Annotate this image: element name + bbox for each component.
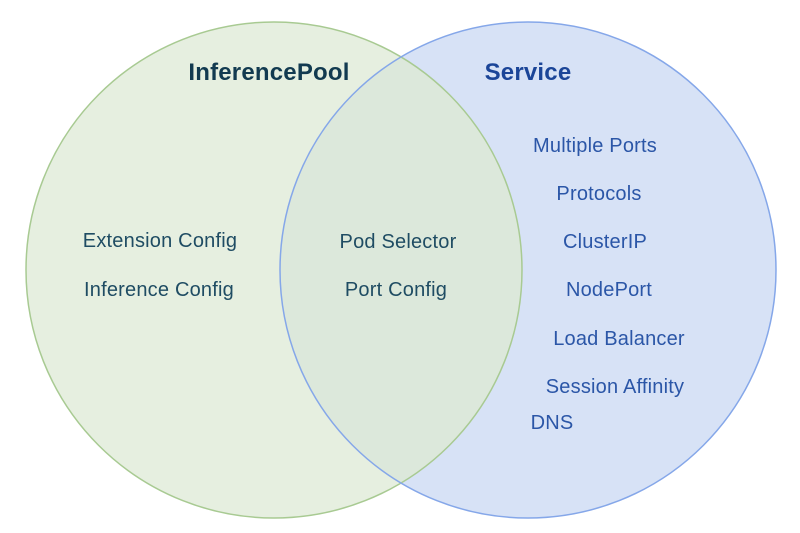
item-port-config: Port Config xyxy=(344,279,448,301)
overlap-region xyxy=(280,22,522,518)
item-load-balancer: Load Balancer xyxy=(553,328,685,350)
item-session-affinity: Session Affinity xyxy=(545,376,685,398)
item-pod-selector: Pod Selector xyxy=(339,231,457,253)
item-multiple-ports: Multiple Ports xyxy=(533,135,657,157)
inferencepool-title: InferencePool xyxy=(188,59,350,86)
item-extension-config: Extension Config xyxy=(82,230,238,252)
item-clusterip: ClusterIP xyxy=(562,231,648,253)
service-circle-border xyxy=(279,21,777,519)
item-protocols: Protocols xyxy=(556,183,642,205)
inferencepool-circle-border xyxy=(25,21,523,519)
item-inference-config: Inference Config xyxy=(84,279,234,301)
service-title: Service xyxy=(484,59,572,86)
item-dns: DNS xyxy=(530,412,574,434)
item-nodeport: NodePort xyxy=(565,279,653,301)
